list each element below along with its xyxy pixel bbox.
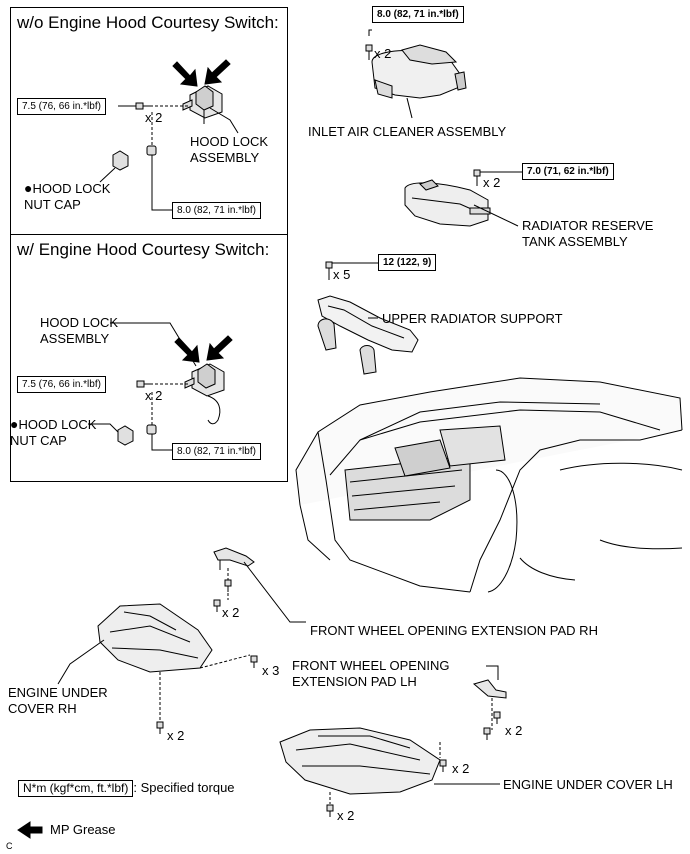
bolt-icon (135, 102, 150, 110)
quantity-label: x 2 (337, 808, 355, 823)
vehicle-front-drawing (295, 377, 683, 593)
torque-spec-hood-lock-nut: 8.0 (82, 71 in.*lbf) (172, 443, 261, 460)
quantity-label: x 2 (452, 761, 470, 776)
upper-radiator-support-drawing (317, 295, 419, 375)
inlet-air-cleaner-drawing (371, 44, 467, 99)
torque-legend-box: N*m (kgf*cm, ft.*lbf) (18, 780, 134, 797)
torque-spec-inlet-air-cleaner: 8.0 (82, 71 in.*lbf) (372, 6, 464, 23)
corner-mark: C (6, 841, 13, 851)
panel-without-switch-title: w/o Engine Hood Courtesy Switch: (17, 13, 279, 32)
hood-lock-nut-cap-label: ●HOOD LOCK NUT CAP (10, 416, 97, 448)
hood-lock-assembly-drawing-1 (182, 85, 223, 124)
pad-rh-drawing (213, 547, 255, 570)
torque-spec-hood-lock-nut: 8.0 (82, 71 in.*lbf) (172, 202, 261, 219)
upper-radiator-support-label: UPPER RADIATOR SUPPORT (382, 311, 563, 326)
torque-spec-hood-lock-bolt: 7.5 (76, 66 in.*lbf) (17, 376, 106, 393)
quantity-label: x 2 (145, 388, 163, 403)
torque-spec-radiator-reserve-tank: 7.0 (71, 62 in.*lbf) (522, 163, 614, 180)
pad-lh-drawing (472, 679, 507, 699)
quantity-label: x 2 (505, 723, 523, 738)
panel-with-switch (10, 234, 288, 482)
quantity-label: x 2 (145, 110, 163, 125)
quantity-label: x 2 (374, 46, 392, 61)
hood-lock-assembly-label: HOOD LOCK ASSEMBLY (190, 134, 269, 165)
engine-under-cover-lh-drawing (279, 727, 441, 795)
quantity-label: x 2 (167, 728, 185, 743)
torque-spec-upper-radiator-support: 12 (122, 9) (378, 254, 437, 271)
engine-under-cover-lh-label: ENGINE UNDER COVER LH (503, 777, 673, 792)
front-wheel-opening-extension-pad-lh-label: FRONT WHEEL OPENING EXTENSION PAD LH (292, 658, 450, 689)
grease-arrow-icon (17, 821, 43, 839)
quantity-label: x 5 (333, 267, 351, 282)
hood-lock-assembly-drawing-2 (184, 363, 225, 425)
bullet-icon: ● (10, 416, 19, 432)
radiator-reserve-tank-label: RADIATOR RESERVE TANK ASSEMBLY (522, 218, 654, 249)
quantity-label: x 2 (222, 605, 240, 620)
hood-lock-nut-cap-label: ●HOOD LOCK NUT CAP (24, 180, 111, 212)
engine-under-cover-rh-drawing (97, 603, 213, 673)
quantity-label: x 3 (262, 663, 280, 678)
mp-grease-legend: MP Grease (50, 822, 116, 837)
inlet-air-cleaner-label: INLET AIR CLEANER ASSEMBLY (308, 124, 507, 139)
bullet-icon: ● (24, 180, 33, 196)
panel-with-switch-title: w/ Engine Hood Courtesy Switch: (17, 240, 270, 259)
engine-under-cover-rh-label: ENGINE UNDER COVER RH (8, 685, 108, 716)
hood-lock-assembly-label: HOOD LOCK ASSEMBLY (40, 315, 119, 346)
torque-spec-hood-lock-bolt: 7.5 (76, 66 in.*lbf) (17, 98, 106, 115)
radiator-reserve-tank-drawing (404, 179, 491, 227)
torque-legend-text: : Specified torque (133, 780, 235, 795)
torque-legend: N*m (kgf*cm, ft.*lbf): Specified torque (18, 780, 235, 797)
quantity-label: x 2 (483, 175, 501, 190)
front-wheel-opening-extension-pad-rh-label: FRONT WHEEL OPENING EXTENSION PAD RH (310, 623, 598, 638)
